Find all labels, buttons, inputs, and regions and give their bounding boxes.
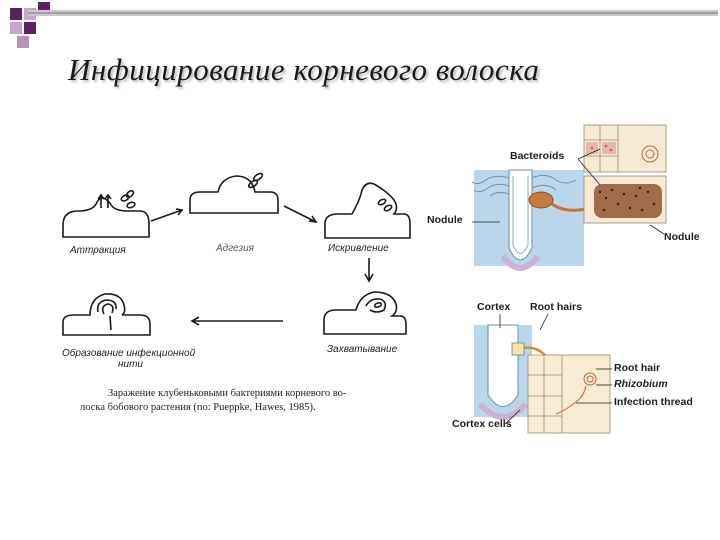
stage-label-curling: Искривление [328,243,389,254]
slide-title: Инфицирование корневого волоска [68,52,540,87]
magnify-box [511,342,525,356]
cell-panel-lower-right [527,354,611,434]
root-hair-adhesion [189,175,279,214]
root-hair-curling [324,182,411,239]
figure-caption-line2: лоска бобового растения (по: Pueppke, Ha… [80,402,316,413]
label-cortex-cells: Cortex cells [452,418,512,430]
label-rhizobium: Rhizobium [614,378,668,390]
bacterium [377,198,387,206]
stage-label-adhesion: Адгезия [216,243,255,254]
label-root-hairs: Root hairs [530,301,582,313]
title-rule [28,10,718,16]
corner-square [24,22,36,34]
stage-label-capture: Захватывание [327,344,398,355]
bacterium [383,204,393,212]
nodule-enlarged [594,184,662,218]
bacterium [373,301,383,309]
bacterium [252,172,264,182]
root-tip-lower [487,324,519,407]
nodule-small [528,191,554,209]
stage-label-attraction: Аттракция [70,245,126,256]
stage-label-infection-thread: Образование инфекционной [62,348,196,359]
label-cortex: Cortex [477,301,511,313]
label-nodule-left: Nodule [427,214,463,226]
stage-label-infection-thread-line2: нити [118,359,143,370]
bacterium [120,194,130,202]
corner-square [17,36,29,48]
figure-caption-line1: Заражение клубеньковыми бактериями корне… [108,388,347,399]
label-root-hair: Root hair [614,362,661,374]
root-hair-infection-thread [62,293,151,336]
bacterium [126,201,136,209]
label-nodule-right: Nodule [664,231,700,243]
label-infection-thread: Infection thread [614,396,693,408]
root-tip [508,169,533,261]
corner-square [10,22,22,34]
bacterium [125,189,135,199]
label-bacteroids: Bacteroids [510,150,565,162]
root-hair-capture [323,291,407,335]
corner-square [10,8,22,20]
